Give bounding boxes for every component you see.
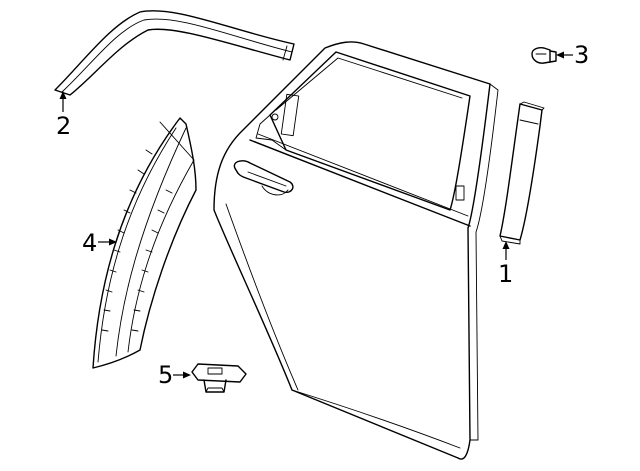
callout-number-5: 5 — [158, 361, 173, 389]
callout-4: 4 — [82, 229, 117, 257]
door-frame-upper-molding — [54, 10, 295, 96]
push-pin-retainer — [531, 47, 557, 64]
callout-3: 3 — [556, 41, 589, 69]
mounting-clip — [191, 363, 247, 393]
callout-1: 1 — [498, 241, 513, 288]
callout-5: 5 — [158, 361, 191, 389]
arrowhead-3 — [556, 51, 564, 59]
callout-number-2: 2 — [56, 112, 71, 140]
callout-number-3: 3 — [574, 41, 589, 69]
arrowhead-4 — [109, 238, 117, 246]
callout-number-4: 4 — [82, 229, 97, 257]
callout-number-1: 1 — [498, 260, 513, 288]
wheel-opening-flare — [92, 117, 197, 369]
arrowhead-2 — [59, 91, 67, 99]
arrowhead-1 — [502, 241, 510, 249]
callout-2: 2 — [56, 91, 71, 140]
arrowhead-5 — [183, 371, 191, 379]
door-applique-molding — [499, 101, 545, 245]
rear-door-shell — [213, 41, 499, 460]
